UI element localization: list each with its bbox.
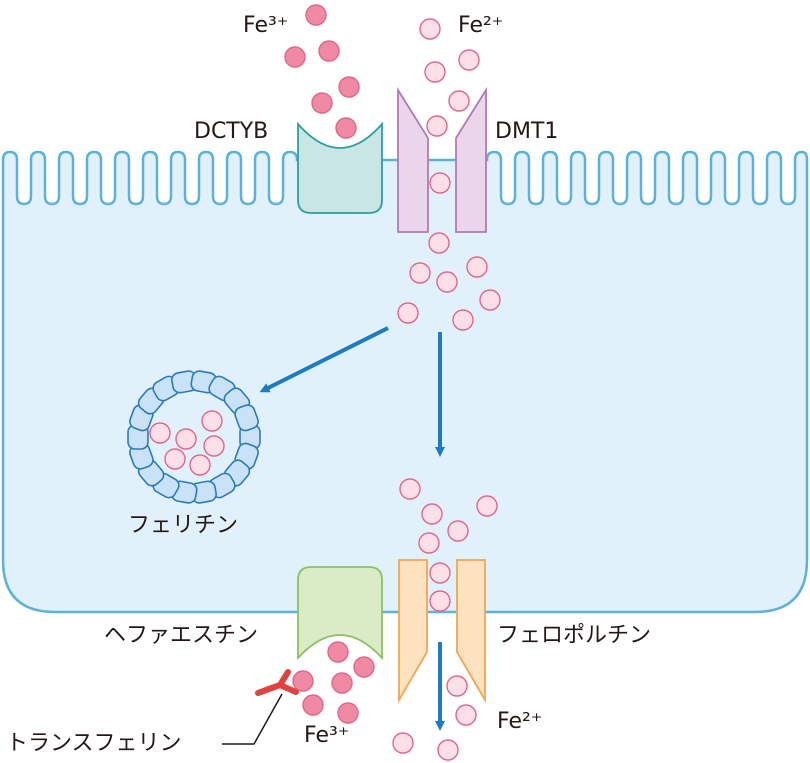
iron-ions — [149, 4, 501, 761]
fe2-ion — [392, 732, 414, 754]
fe2-ion — [397, 302, 419, 324]
fe2-ion — [429, 172, 451, 194]
fe2-ion — [424, 61, 446, 83]
fe3-top-label: Fe³⁺ — [243, 13, 288, 38]
hephaestin-protein — [297, 566, 383, 661]
fe2-ion — [399, 478, 421, 500]
ferroportin-label: フェロポルチン — [497, 623, 651, 648]
dmt1-channel-right — [455, 86, 487, 233]
fe2-ion — [437, 739, 459, 761]
fe3-ion — [327, 641, 349, 663]
fe3-ion — [335, 117, 357, 139]
fe3-ion — [353, 656, 375, 678]
fe2-ion — [429, 562, 451, 584]
fe2-ion — [175, 428, 197, 450]
fe2-ion — [458, 49, 480, 71]
fe2-ion — [479, 289, 501, 311]
ferritin-shell — [127, 370, 261, 504]
fe2-ion — [149, 422, 171, 444]
dmt1-label: DMT1 — [495, 119, 558, 144]
fe2-ion — [409, 262, 431, 284]
fe3-ion — [318, 40, 340, 62]
fe2-ion — [418, 532, 440, 554]
fe2-ion — [447, 520, 469, 542]
fe2-ion — [203, 435, 225, 457]
fe3-ion — [338, 76, 360, 98]
fe3-ion — [284, 46, 306, 68]
fe2-ion — [446, 675, 468, 697]
ferroportin-channel-left — [398, 559, 428, 704]
fe2-ion — [448, 90, 470, 112]
fe2-ion — [426, 115, 448, 137]
fe2-ion — [476, 495, 498, 517]
fe3-ion — [311, 92, 333, 114]
fe3-ion — [302, 694, 324, 716]
dctyb-transporter — [297, 121, 383, 214]
fe2-ion — [455, 704, 477, 726]
fe2-ion — [429, 590, 451, 612]
fe2-ion — [436, 271, 458, 293]
arrow-to-ferritin — [259, 326, 389, 393]
fe2-ion — [421, 503, 443, 525]
ferritin-label: フェリチン — [128, 513, 238, 538]
hephaestin-label: ヘファエスチン — [104, 623, 258, 648]
fe2-ion — [189, 454, 211, 476]
ferroportin-channel-right — [456, 559, 486, 704]
transferrin-label: トランスフェリン — [6, 731, 182, 756]
dmt1-channel-left — [397, 86, 429, 233]
fe2-ion — [428, 232, 450, 254]
fe3-bottom-label: Fe³⁺ — [304, 723, 349, 748]
fe2-ion — [201, 410, 223, 432]
fe3-ion — [331, 672, 353, 694]
ferritin-subunit — [234, 404, 259, 432]
transferrin-icon — [255, 669, 299, 696]
fe2-top-label: Fe²⁺ — [458, 13, 503, 38]
fe3-ion — [292, 670, 314, 692]
fe2-bottom-label: Fe²⁺ — [497, 709, 542, 734]
fe2-ion — [164, 448, 186, 470]
dctyb-label: DCTYB — [194, 119, 268, 144]
fe2-ion — [452, 309, 474, 331]
fe3-ion — [337, 702, 359, 724]
fe3-ion — [305, 4, 327, 26]
fe2-ion — [466, 256, 488, 278]
fe2-ion — [419, 18, 441, 40]
transferrin-leader-line — [222, 693, 283, 745]
